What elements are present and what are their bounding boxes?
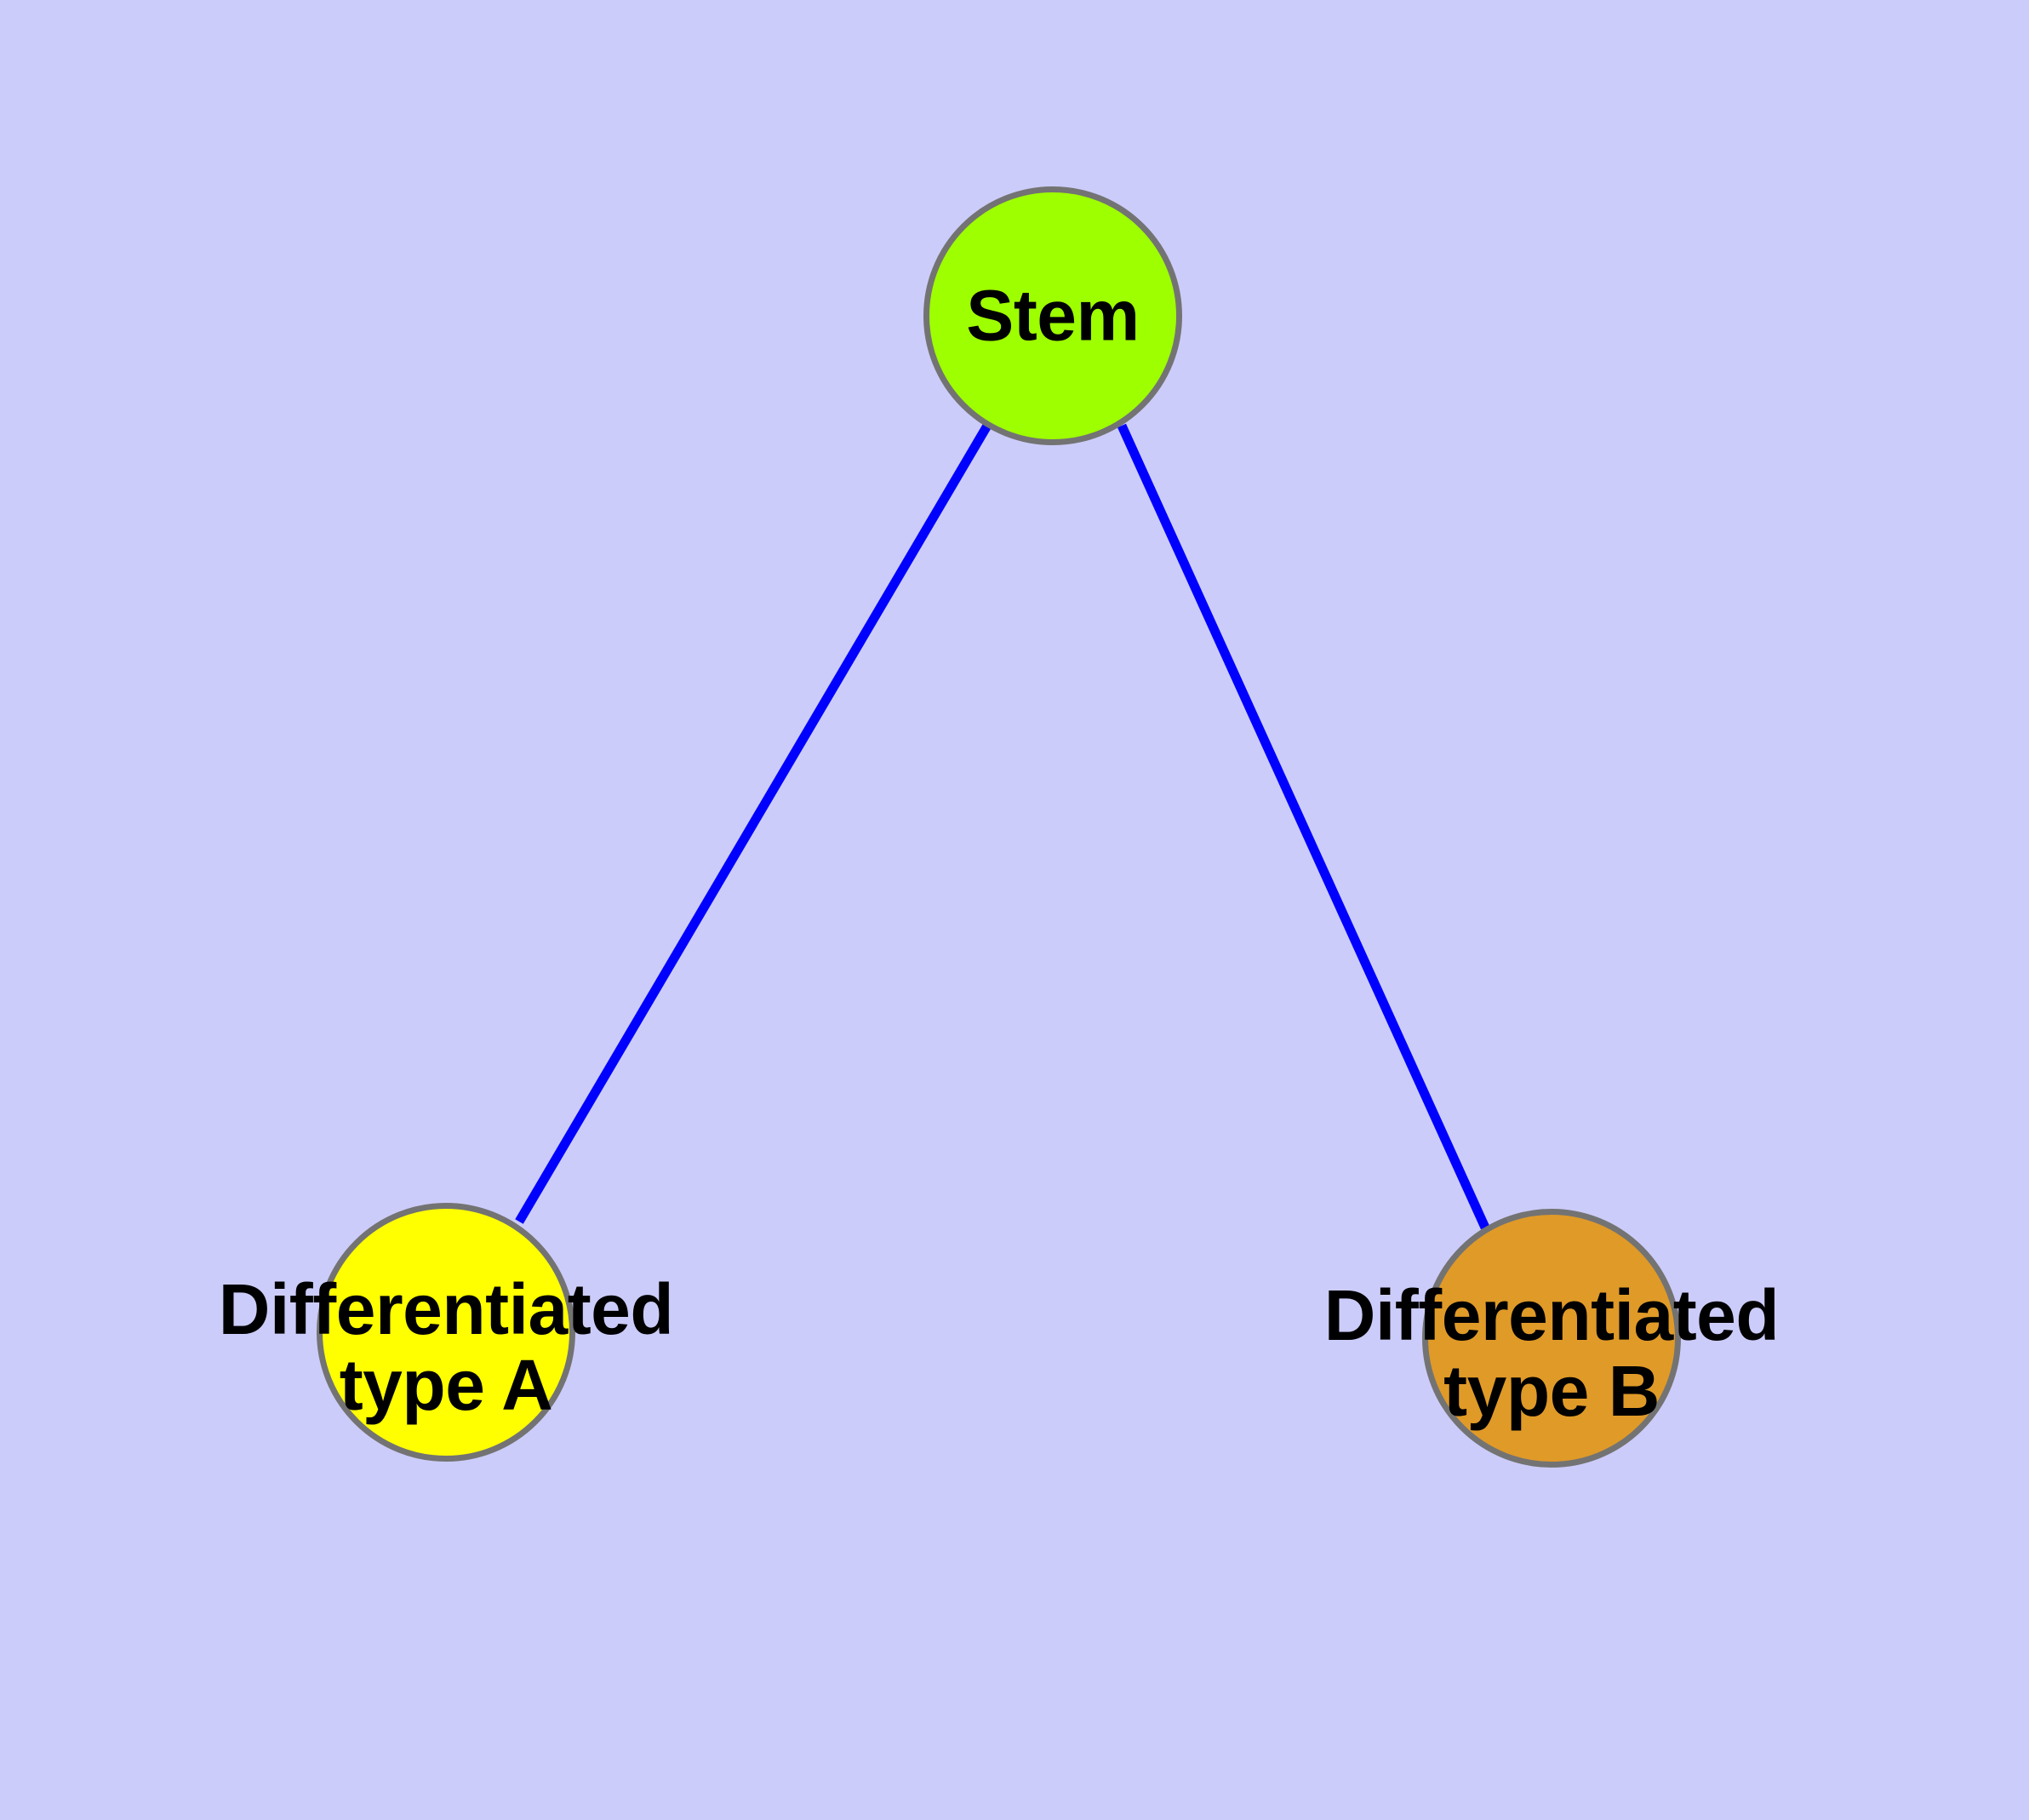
edge-stem-to-diff-a (515, 423, 992, 1224)
node-differentiated-type-a-circle (317, 1203, 575, 1462)
node-differentiated-type-a[interactable] (317, 1203, 575, 1462)
edge-stem-to-diff-b (1117, 423, 1490, 1230)
node-differentiated-type-b-circle (1422, 1209, 1681, 1468)
node-stem[interactable] (923, 186, 1182, 445)
node-stem-circle (923, 186, 1182, 445)
node-differentiated-type-b[interactable] (1422, 1209, 1681, 1468)
